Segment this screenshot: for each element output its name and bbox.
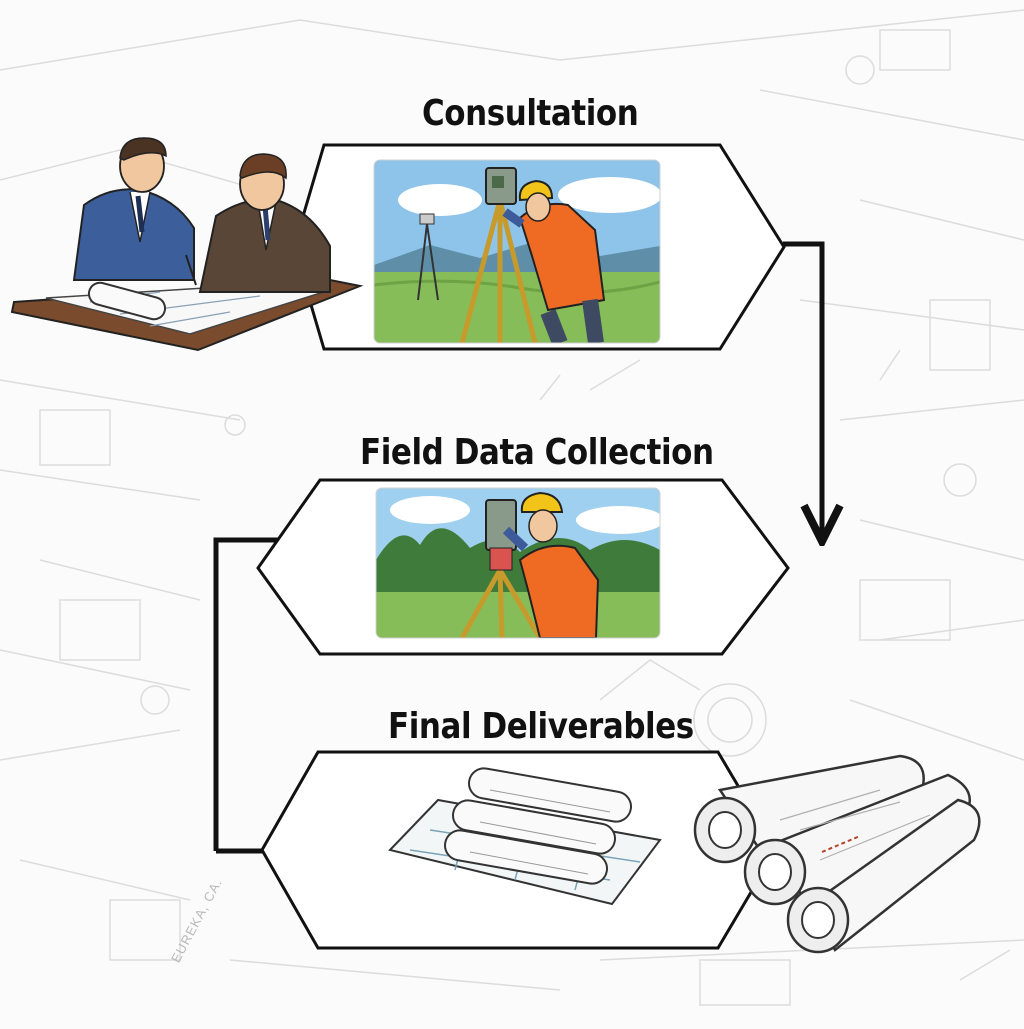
map-sheet-illustration bbox=[388, 767, 662, 906]
surveyor-scene-1 bbox=[374, 160, 660, 343]
step-title-field-data-collection: Field Data Collection bbox=[360, 432, 714, 473]
step-title-final-deliverables: Final Deliverables bbox=[388, 706, 694, 747]
consultants-illustration bbox=[10, 137, 364, 352]
surveyor-scene-2 bbox=[376, 488, 660, 638]
rolled-blueprints-icon bbox=[693, 754, 981, 954]
step-title-consultation: Consultation bbox=[422, 93, 639, 134]
arrow-consultation-to-collection bbox=[783, 241, 822, 537]
